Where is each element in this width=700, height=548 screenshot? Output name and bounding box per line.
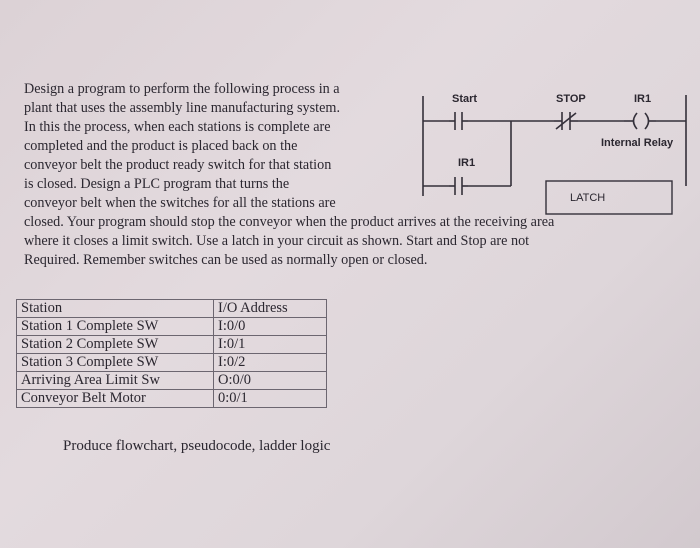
paragraph-line: conveyor belt the product ready switch f… (24, 157, 332, 173)
paragraph-line: Design a program to perform the followin… (24, 81, 340, 97)
address-cell: I:0/0 (213, 317, 327, 336)
latch-label: LATCH (570, 192, 605, 204)
io-address-table: Station I/O Address Station 1 Complete S… (16, 299, 327, 408)
start-label: Start (452, 93, 477, 105)
station-cell: Conveyor Belt Motor (16, 389, 214, 408)
coil-description: Internal Relay (601, 137, 674, 149)
paragraph-line: conveyor belt when the switches for all … (24, 195, 336, 211)
station-cell: Station 2 Complete SW (16, 335, 214, 354)
header-io-address: I/O Address (213, 299, 327, 318)
address-cell: I:0/2 (213, 353, 327, 372)
problem-statement: Design a program to perform the followin… (24, 80, 664, 270)
seal-in-label: IR1 (458, 157, 475, 169)
paragraph-line: completed and the product is placed back… (24, 138, 298, 154)
address-cell: O:0/0 (213, 371, 327, 390)
station-cell: Station 1 Complete SW (16, 317, 214, 336)
coil-icon (624, 112, 656, 130)
coil-label: IR1 (634, 93, 651, 105)
paragraph-line: In this the process, when each stations … (24, 119, 331, 135)
stop-label: STOP (556, 93, 586, 105)
table-row: Conveyor Belt Motor 0:0/1 (16, 389, 327, 408)
address-cell: I:0/1 (213, 335, 327, 354)
table-row: Station 2 Complete SW I:0/1 (16, 335, 327, 354)
start-contact-icon (449, 112, 468, 130)
station-cell: Station 3 Complete SW (16, 353, 214, 372)
table-row: Station 3 Complete SW I:0/2 (16, 353, 327, 372)
task-instruction: Produce flowchart, pseudocode, ladder lo… (63, 438, 331, 454)
table-row: Arriving Area Limit Sw O:0/0 (16, 371, 327, 390)
paragraph-line: plant that uses the assembly line manufa… (24, 100, 340, 116)
latch-box (545, 180, 673, 215)
table-row: Station 1 Complete SW I:0/0 (16, 317, 327, 336)
paragraph-line: is closed. Design a PLC program that tur… (24, 176, 290, 192)
seal-in-contact-icon (449, 177, 468, 195)
paragraph-line: where it closes a limit switch. Use a la… (24, 233, 530, 249)
ladder-diagram: Start STOP IR1 Internal Relay IR1 LATCH (422, 93, 687, 215)
paragraph-line: Required. Remember switches can be used … (24, 252, 428, 268)
paragraph-line: closed. Your program should stop the con… (24, 214, 555, 230)
stop-contact-icon (554, 112, 578, 130)
address-cell: 0:0/1 (213, 389, 327, 408)
table-header-row: Station I/O Address (16, 299, 327, 318)
header-station: Station (16, 299, 214, 318)
station-cell: Arriving Area Limit Sw (16, 371, 214, 390)
